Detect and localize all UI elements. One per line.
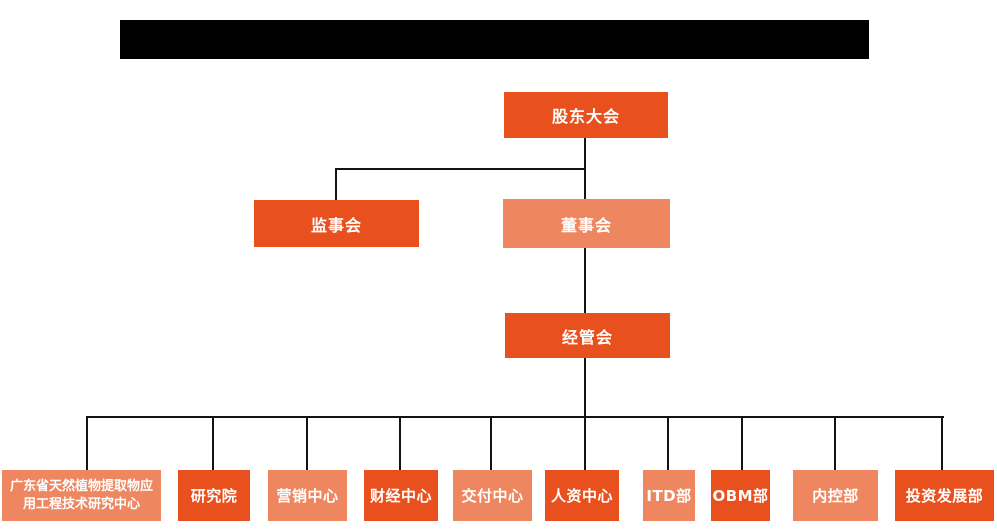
node-dept-guangdong-extract-research-center: 广东省天然植物提取物应用工程技术研究中心: [2, 470, 161, 521]
node-dept-research-institute: 研究院: [178, 470, 250, 521]
connector-dept-drop-2: [212, 416, 214, 470]
connector-management-down: [584, 358, 586, 418]
node-dept-investment-development: 投资发展部: [895, 470, 994, 521]
node-dept-internal-control: 内控部: [793, 470, 878, 521]
connector-level2-horizontal: [335, 168, 586, 170]
connector-board-to-management: [584, 248, 586, 313]
connector-supervisory-drop: [335, 168, 337, 200]
node-supervisory-board: 监事会: [254, 200, 419, 247]
redacted-title-bar: [120, 20, 869, 59]
connector-dept-drop-10: [941, 416, 943, 470]
connector-dept-drop-5: [490, 416, 492, 470]
node-dept-finance-center: 财经中心: [364, 470, 438, 521]
node-dept-marketing-center: 营销中心: [268, 470, 347, 521]
connector-departments-horizontal: [87, 416, 944, 418]
connector-dept-drop-3: [306, 416, 308, 470]
connector-dept-drop-4: [399, 416, 401, 470]
connector-dept-drop-9: [834, 416, 836, 470]
node-dept-delivery-center: 交付中心: [453, 470, 532, 521]
connector-dept-drop-1: [86, 416, 88, 470]
node-shareholders-meeting: 股东大会: [504, 92, 668, 138]
node-board-of-directors: 董事会: [503, 199, 670, 248]
node-dept-itd: ITD部: [643, 470, 695, 521]
node-dept-obm: OBM部: [711, 470, 770, 521]
connector-dept-drop-6: [584, 416, 586, 470]
connector-dept-drop-7: [667, 416, 669, 470]
connector-dept-drop-8: [741, 416, 743, 470]
node-management-committee: 经管会: [505, 313, 670, 358]
node-dept-hr-center: 人资中心: [545, 470, 619, 521]
